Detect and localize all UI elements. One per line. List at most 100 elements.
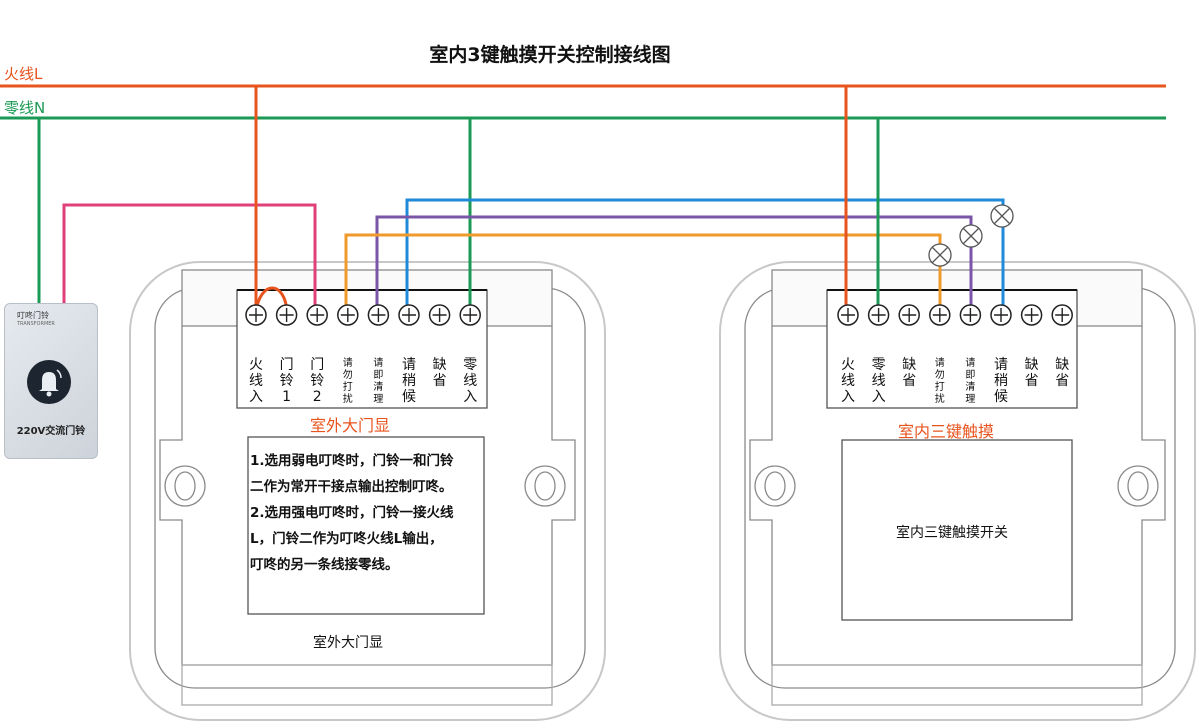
outdoor-terminal-label-char: 线 [249, 373, 263, 389]
indoor-terminal-slot [932, 308, 947, 322]
outdoor-panel-housing [129, 261, 606, 721]
outdoor-terminal-label-char: 省 [432, 373, 447, 389]
outdoor-terminal-slot [402, 308, 416, 322]
indoor-terminal-label-char: 线 [841, 373, 855, 389]
outdoor-terminal-label-char: 入 [463, 389, 478, 405]
indoor-panel-title: 室内三键触摸 [898, 422, 995, 441]
bell-icon [27, 360, 71, 404]
indoor-panel-caption: 室内三键触摸开关 [896, 525, 1008, 541]
outdoor-panel-caption: 室外大门显 [313, 635, 383, 651]
indoor-terminal-label-char: 缺 [1024, 357, 1039, 373]
indoor-terminal-slot [1024, 308, 1039, 322]
indoor-terminal-label: 缺省 [1047, 357, 1077, 389]
outdoor-terminal-label-char: 铃 [279, 373, 294, 389]
indoor-terminal-label-char: 火 [841, 357, 855, 373]
outdoor-terminal-label-char: 请 [342, 358, 353, 369]
outdoor-terminal-slot [340, 308, 355, 322]
indoor-terminal-label: 零线入 [864, 357, 894, 405]
neutral-wire-label: 零线N [4, 99, 46, 117]
outdoor-terminal-label: 缺省 [425, 357, 455, 389]
live-wire-label: 火线L [4, 65, 43, 83]
outdoor-terminal-slot [432, 308, 447, 322]
outdoor-terminal-label-char: 稍 [402, 373, 416, 389]
outdoor-terminal-label-char: 铃 [310, 373, 325, 389]
indoor-terminal-label-char: 请 [934, 358, 945, 369]
diagram-title: 室内3键触摸开关控制接线图 [429, 44, 671, 66]
outdoor-terminal-label: 请稍候 [394, 357, 424, 405]
outdoor-terminal-label-char: 门 [279, 357, 294, 373]
indoor-terminal-label-char: 清 [965, 382, 976, 393]
note-line: 2.选用强电叮咚时，门铃一接火线 [250, 505, 454, 521]
indoor-terminal-label-char: 省 [902, 373, 917, 389]
outdoor-terminal-label-char: 勿 [342, 370, 353, 381]
indoor-terminal-label-char: 入 [871, 389, 886, 405]
outdoor-terminal-label-char: 候 [402, 389, 416, 405]
indoor-terminal-label-char: 零 [871, 357, 886, 373]
wire-please-wait [405, 198, 1005, 315]
indoor-terminal-label-char: 请 [965, 358, 976, 369]
outdoor-terminal-label-char: 扰 [342, 394, 353, 405]
outdoor-terminal-label-char: 2 [312, 389, 322, 405]
indoor-terminal-label: 缺省 [1017, 357, 1047, 389]
indoor-terminal-label-char: 入 [841, 389, 855, 405]
doorbell-unit: 叮咚门铃 TRANSFORMER 220V交流门铃 [4, 303, 98, 459]
outdoor-terminal-slot [371, 308, 386, 322]
outdoor-terminal-label: 请即清理 [363, 358, 393, 406]
note-line: 二作为常开干接点输出控制叮咚。 [250, 479, 453, 495]
indoor-panel-housing [719, 261, 1196, 721]
outdoor-terminal-label-char: 1 [282, 389, 292, 405]
indoor-terminal-label-char: 省 [1055, 373, 1070, 389]
indoor-terminal-slot [1055, 308, 1070, 322]
indoor-terminal-slot [871, 308, 886, 322]
note-line: 1.选用弱电叮咚时，门铃一和门铃 [250, 453, 454, 469]
indoor-terminal-label-char: 线 [871, 373, 886, 389]
outdoor-terminal-label-char: 火 [249, 357, 263, 373]
doorbell-subheader: TRANSFORMER [17, 321, 55, 327]
outdoor-panel-title: 室外大门显 [310, 416, 391, 435]
indoor-terminal-label-char: 候 [994, 389, 1008, 405]
outdoor-terminal-label: 请勿打扰 [333, 358, 363, 406]
outdoor-terminal-slot [310, 308, 325, 322]
lamp-icon [928, 243, 952, 267]
outdoor-terminal-label-char: 线 [463, 373, 478, 389]
indoor-terminal-slot [963, 308, 978, 322]
indoor-terminal-slot [841, 308, 855, 322]
outdoor-terminal-label-char: 缺 [432, 357, 447, 373]
outdoor-terminal-label-char: 零 [463, 357, 478, 373]
wire-do-not-disturb [344, 233, 942, 315]
outdoor-terminal-label: 零线入 [455, 357, 485, 405]
indoor-terminal-label-char: 扰 [934, 394, 945, 405]
outdoor-terminal-label-char: 理 [373, 394, 384, 405]
outdoor-terminal-slot [279, 308, 294, 322]
indoor-terminal-label: 请稍候 [986, 357, 1016, 405]
indoor-terminal-label-char: 即 [965, 370, 976, 381]
doorbell-header: 叮咚门铃 [17, 311, 49, 320]
note-line: 叮咚的另一条线接零线。 [250, 557, 399, 573]
indoor-terminal-label-char: 缺 [1055, 357, 1070, 373]
outdoor-terminal-label-char: 入 [249, 389, 263, 405]
indoor-terminal-slot [994, 308, 1008, 322]
indoor-terminal-label-char: 省 [1024, 373, 1039, 389]
wire-please-clean [375, 215, 973, 315]
doorbell-jumper [254, 286, 289, 313]
indoor-terminal-label-char: 打 [934, 382, 945, 393]
indoor-terminal-label-char: 勿 [934, 370, 945, 381]
indoor-terminal-label: 缺省 [894, 357, 924, 389]
outdoor-terminal-slot [249, 308, 263, 322]
note-line: L，门铃二作为叮咚火线L输出， [250, 531, 443, 547]
lamp-icon [990, 204, 1014, 228]
indoor-terminal-label-char: 理 [965, 394, 976, 405]
indoor-terminal-label: 请勿打扰 [925, 358, 955, 406]
lamp-icon [959, 224, 983, 248]
doorbell-signal-wire [62, 203, 317, 315]
indoor-terminal-slot [902, 308, 917, 322]
indoor-terminal-label: 火线入 [833, 357, 863, 405]
outdoor-terminal-label-char: 请 [373, 358, 384, 369]
outdoor-terminal-label-char: 即 [373, 370, 384, 381]
wiring-notes: 1.选用弱电叮咚时，门铃一和门铃 二作为常开干接点输出控制叮咚。 2.选用强电叮… [250, 448, 488, 578]
outdoor-terminal-label-char: 打 [342, 382, 353, 393]
indoor-terminal-label-char: 请 [994, 357, 1008, 373]
indoor-terminal-label-char: 稍 [994, 373, 1008, 389]
